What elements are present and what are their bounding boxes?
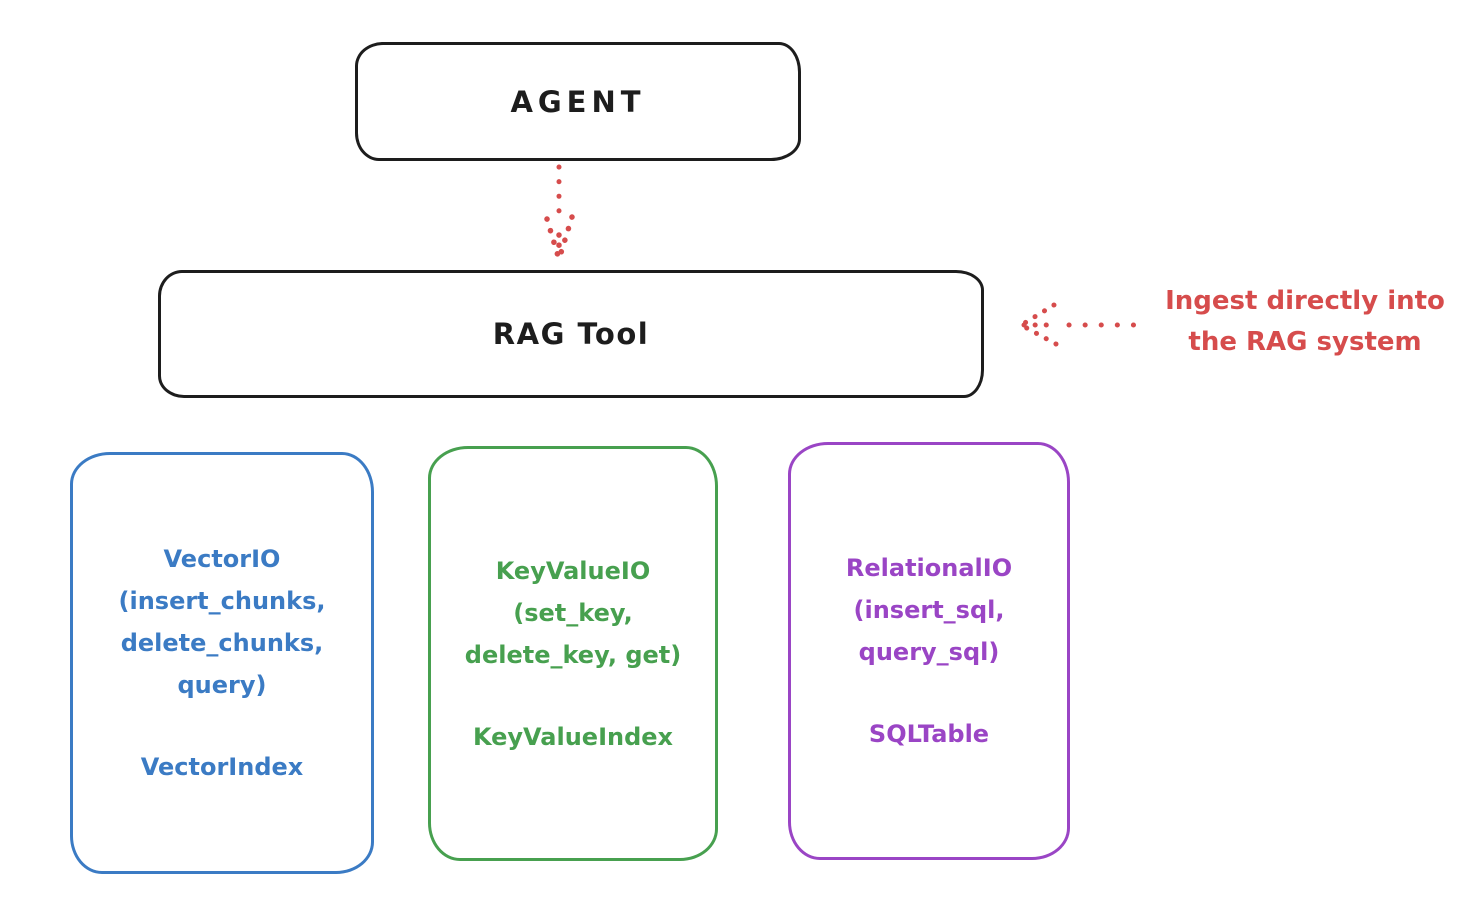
ingest-annotation-line1: Ingest directly into (1165, 286, 1445, 316)
vector-index-label: VectorIndex (140, 753, 304, 781)
relational-io-signature: RelationalIO (insert_sql, query_sql) (846, 547, 1012, 673)
keyvalue-io-line: delete_key, get) (464, 640, 682, 669)
backend-card-vector-io: VectorIO (insert_chunks, delete_chunks, … (70, 452, 374, 874)
relational-io-line: query_sql) (858, 638, 1000, 666)
vector-io-line: (insert_chunks, (118, 587, 326, 615)
vector-io-signature: VectorIO (insert_chunks, delete_chunks, … (119, 538, 326, 706)
ingest-annotation: Ingest directly into the RAG system (1138, 281, 1472, 363)
keyvalue-io-line: (set_key, (513, 598, 633, 627)
backend-card-relational-io: RelationalIO (insert_sql, query_sql) SQL… (788, 442, 1070, 860)
ingest-annotation-line2: the RAG system (1188, 327, 1422, 357)
sql-table-label: SQLTable (868, 720, 990, 748)
vector-io-line: delete_chunks, (120, 629, 324, 657)
agent-label: AGENT (510, 84, 646, 119)
agent-box: AGENT (355, 42, 801, 161)
relational-io-line: RelationalIO (845, 554, 1013, 582)
backend-card-keyvalue-io: KeyValueIO (set_key, delete_key, get) Ke… (428, 446, 718, 861)
keyvalue-index-label: KeyValueIndex (472, 722, 674, 751)
vector-io-line: query) (177, 671, 267, 699)
vector-io-line: VectorIO (163, 545, 281, 573)
ingest-annotation-arrow (1020, 302, 1137, 347)
keyvalue-io-line: KeyValueIO (495, 556, 651, 585)
rag-tool-box: RAG Tool (158, 270, 984, 398)
keyvalue-io-signature: KeyValueIO (set_key, delete_key, get) (465, 550, 681, 676)
agent-to-ragtool-arrow (544, 164, 575, 259)
relational-io-line: (insert_sql, (853, 596, 1005, 624)
rag-tool-label: RAG Tool (492, 317, 650, 351)
